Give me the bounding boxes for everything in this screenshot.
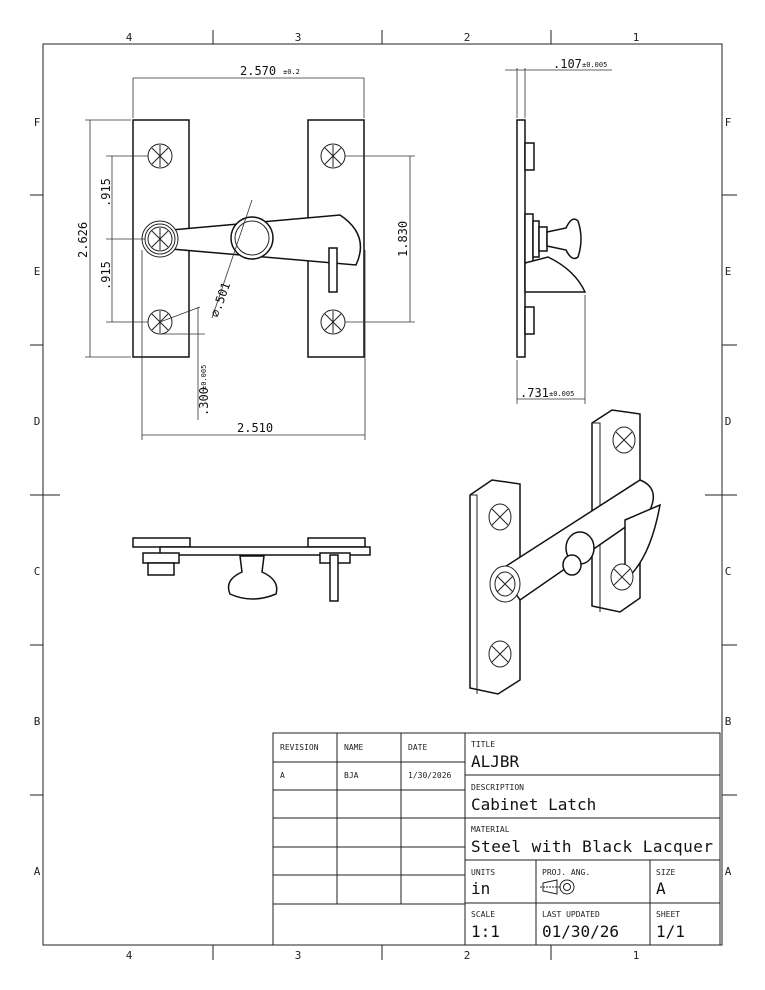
revision-header: REVISION xyxy=(280,743,319,752)
title-block-grid xyxy=(272,732,721,946)
description-value: Cabinet Latch xyxy=(471,795,596,814)
description-label: DESCRIPTION xyxy=(471,783,524,792)
zone-row-f-left: F xyxy=(34,116,41,129)
dim-screw-offset: .300 xyxy=(197,387,211,416)
dim-overall-height: 2.626 xyxy=(76,222,90,258)
zone-col-2-bottom: 2 xyxy=(464,949,471,962)
dim-overall-width-tol: ±0.2 xyxy=(283,68,300,76)
zone-row-b-left: B xyxy=(34,715,41,728)
dim-knob-diameter: ⌀.501 xyxy=(208,280,234,319)
units-value: in xyxy=(471,879,490,898)
zone-row-d-left: D xyxy=(34,415,41,428)
sheet-value: 1/1 xyxy=(656,922,685,941)
zone-row-e-right: E xyxy=(725,265,732,278)
material-value: Steel with Black Lacquer xyxy=(471,837,713,856)
revision-name-cell: BJA xyxy=(344,771,359,780)
dim-lower-spacing: .915 xyxy=(99,261,113,290)
dim-hole-span: 2.510 xyxy=(237,421,273,435)
zone-col-4-bottom: 4 xyxy=(126,949,133,962)
knob-inner xyxy=(234,220,270,256)
zone-row-d-right: D xyxy=(725,415,732,428)
zone-col-3-bottom: 3 xyxy=(295,949,302,962)
zone-row-c-right: C xyxy=(725,565,732,578)
front-view xyxy=(132,119,365,358)
zone-col-2-top: 2 xyxy=(464,31,471,44)
bottom-view xyxy=(132,537,371,602)
isometric-view xyxy=(469,409,661,695)
zone-col-1-bottom: 1 xyxy=(633,949,640,962)
title-value: ALJBR xyxy=(471,752,520,771)
revision-date-cell: 1/30/2026 xyxy=(408,771,452,780)
projection-label: PROJ. ANG. xyxy=(542,868,590,877)
zone-col-1-top: 1 xyxy=(633,31,640,44)
dim-depth-tol: ±0.005 xyxy=(549,390,574,398)
last-updated-value: 01/30/26 xyxy=(542,922,619,941)
dim-upper-spacing: .915 xyxy=(99,178,113,207)
dim-screw-offset-tol: ±0.005 xyxy=(200,365,208,390)
zone-row-a-left: A xyxy=(34,865,41,878)
zone-row-e-left: E xyxy=(34,265,41,278)
iso-screw-icons xyxy=(488,426,636,668)
dim-keeper-spacing: 1.830 xyxy=(396,221,410,257)
keeper-pin xyxy=(328,247,338,293)
side-dimension-lines xyxy=(505,68,612,404)
name-header: NAME xyxy=(344,743,363,752)
zone-row-c-left: C xyxy=(34,565,41,578)
scale-value: 1:1 xyxy=(471,922,500,941)
dim-depth: .731 xyxy=(520,386,549,400)
sheet-label: SHEET xyxy=(656,910,680,919)
dim-plate-thickness: .107 xyxy=(553,57,582,71)
scale-label: SCALE xyxy=(471,910,495,919)
dim-plate-thickness-tol: ±0.005 xyxy=(582,61,607,69)
revision-cell: A xyxy=(280,771,285,780)
dim-overall-width: 2.570 xyxy=(240,64,276,78)
front-dimension-lines xyxy=(85,77,415,440)
material-label: MATERIAL xyxy=(471,825,510,834)
zone-row-f-right: F xyxy=(725,116,732,129)
zone-dividers xyxy=(30,30,737,960)
zone-row-b-right: B xyxy=(725,715,732,728)
zone-col-4-top: 4 xyxy=(126,31,133,44)
last-updated-label: LAST UPDATED xyxy=(542,910,600,919)
title-label: TITLE xyxy=(471,740,495,749)
units-label: UNITS xyxy=(471,868,495,877)
size-label: SIZE xyxy=(656,868,675,877)
side-view xyxy=(516,119,587,358)
size-value: A xyxy=(656,879,666,898)
knob-outer xyxy=(230,216,274,260)
third-angle-projection-icon xyxy=(540,879,575,895)
date-header: DATE xyxy=(408,743,427,752)
zone-col-3-top: 3 xyxy=(295,31,302,44)
zone-row-a-right: A xyxy=(725,865,732,878)
